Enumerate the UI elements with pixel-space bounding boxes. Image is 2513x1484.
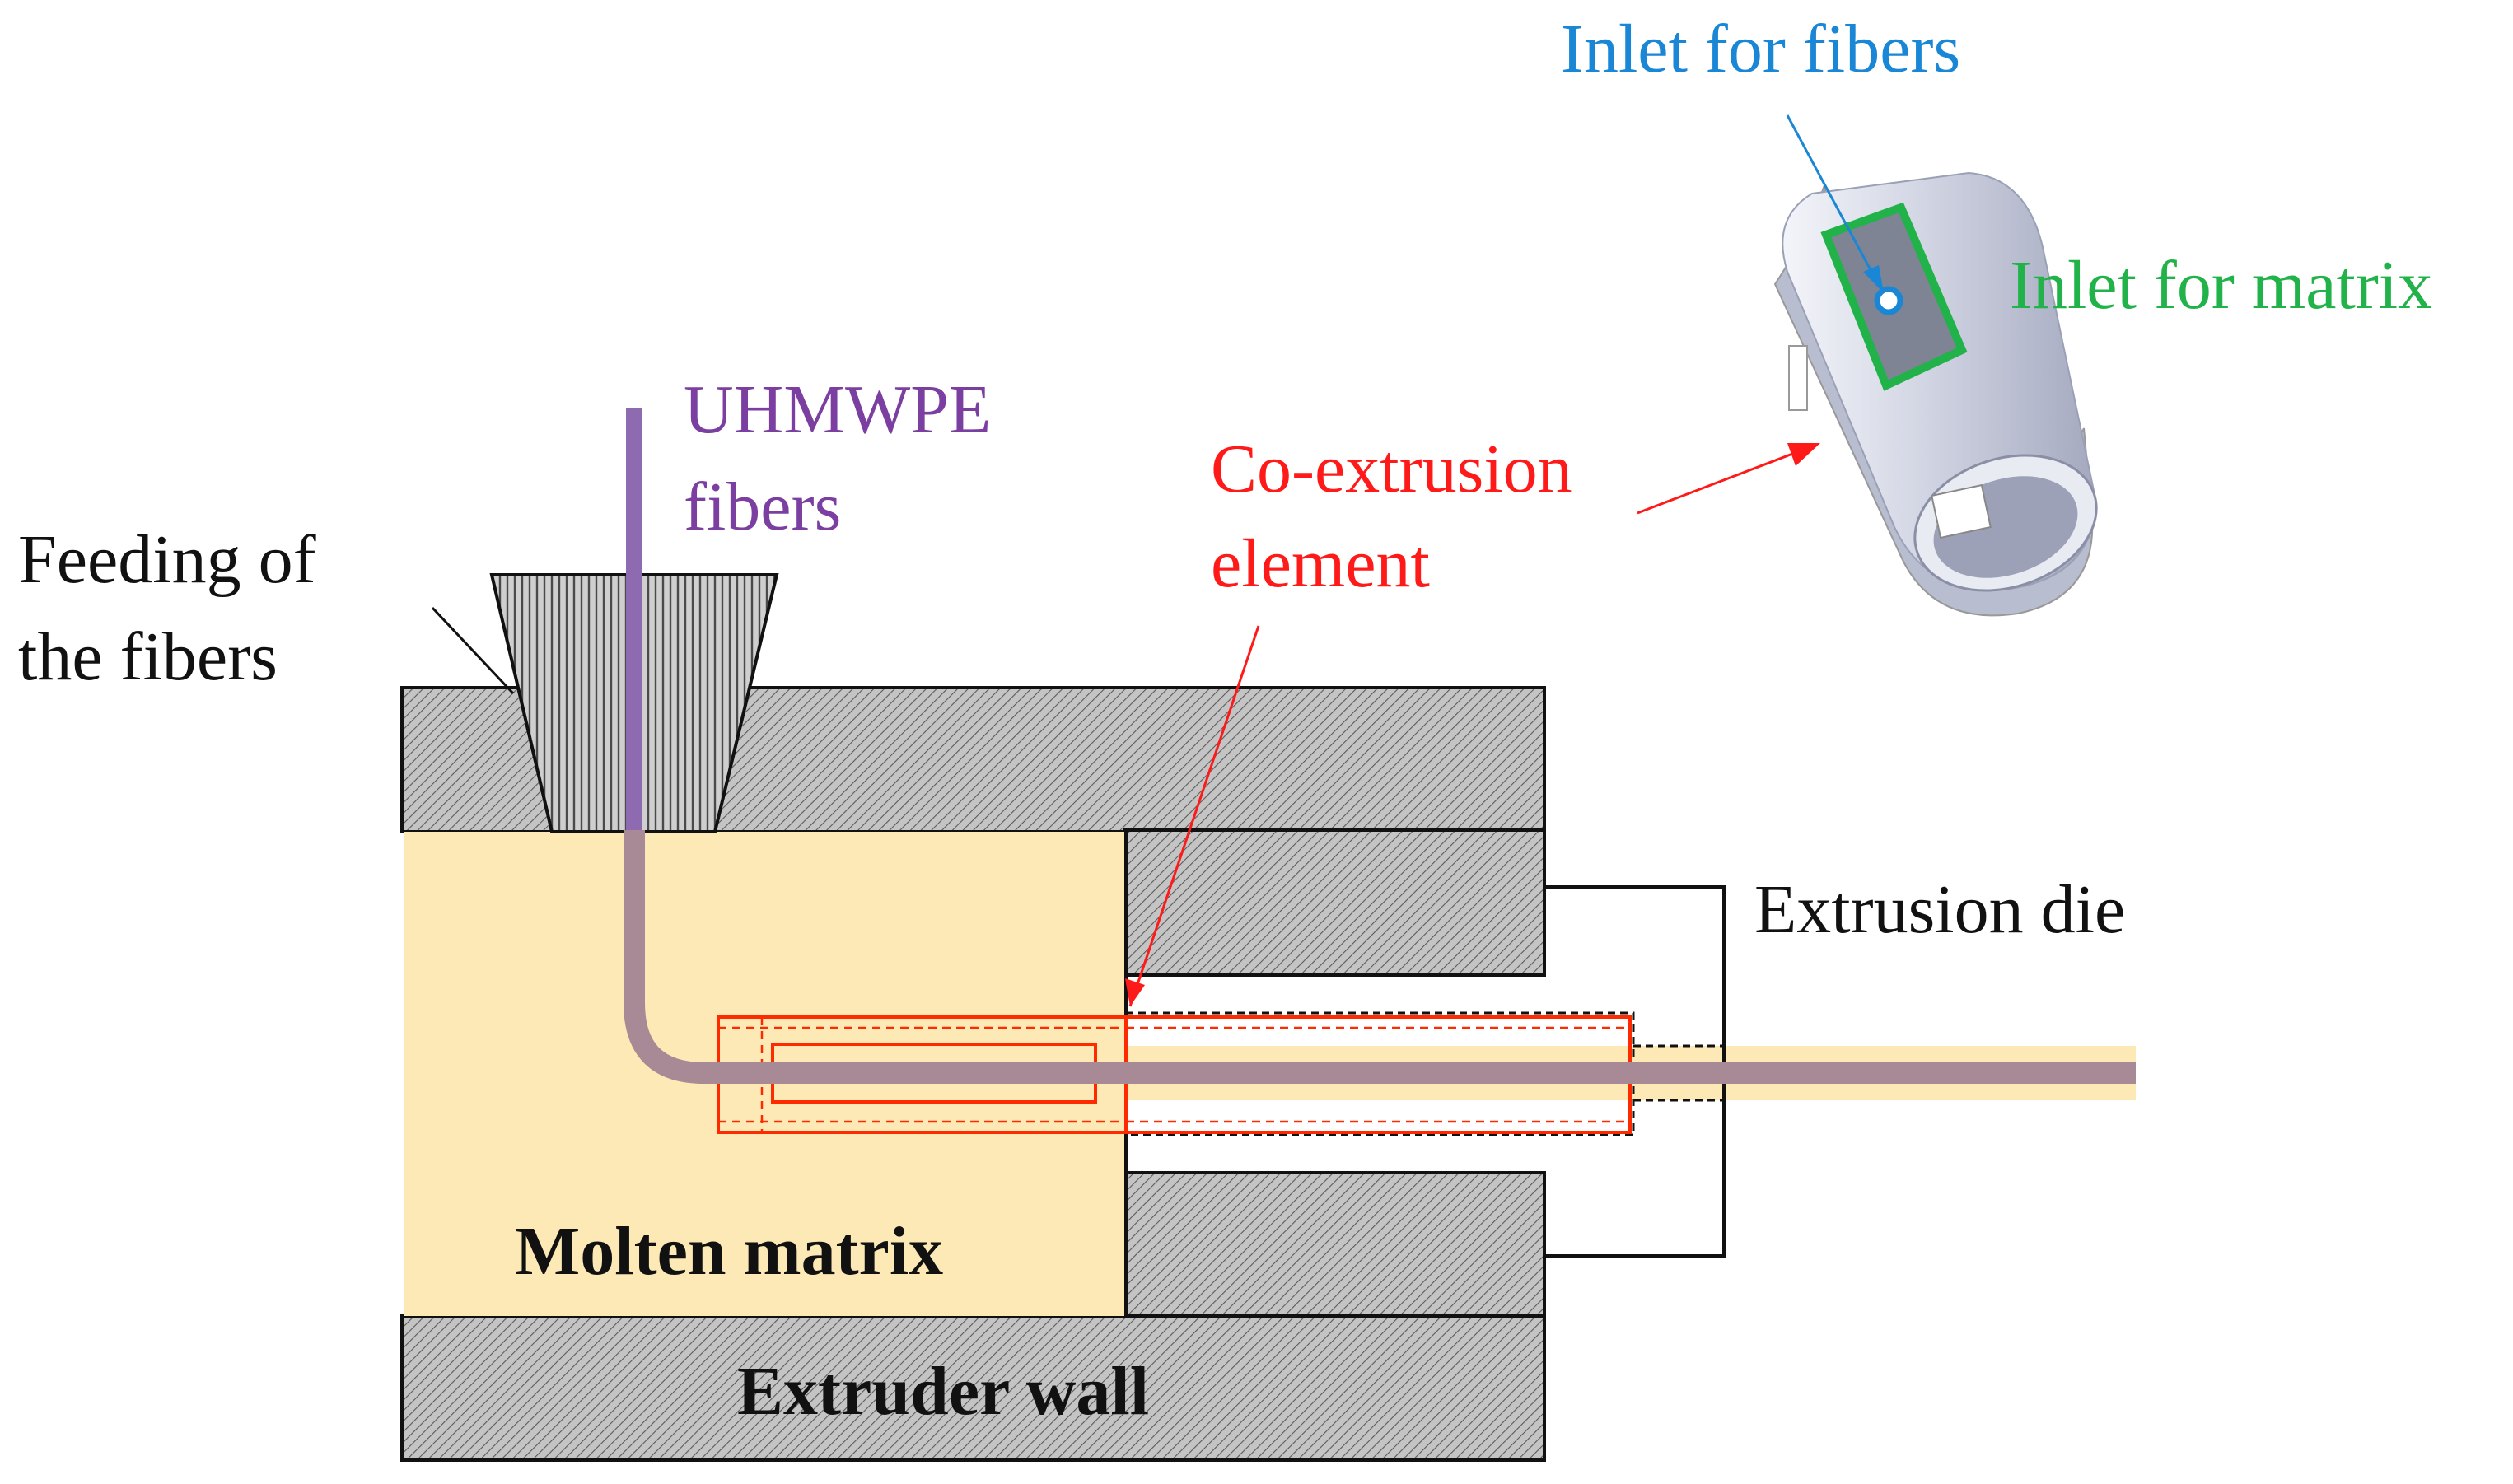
coext-label-line2: element bbox=[1211, 525, 1430, 602]
fiber-strand bbox=[624, 830, 2136, 1084]
coext-arrow-right bbox=[1637, 443, 1817, 515]
inlet-matrix-label: Inlet for matrix bbox=[2010, 247, 2433, 324]
fiber-inlet-hole bbox=[1874, 286, 1903, 315]
inlet-fibers-arrow bbox=[1786, 114, 1882, 289]
extrusion-die-label: Extrusion die bbox=[1754, 871, 2126, 948]
coext-label-line1: Co-extrusion bbox=[1211, 431, 1572, 507]
inlet-fibers-label: Inlet for fibers bbox=[1561, 11, 1961, 87]
coext-arrow-down bbox=[1128, 625, 1260, 1007]
uhmwpe-label-line2: fibers bbox=[684, 469, 842, 545]
extruder-wall-upper-right bbox=[1123, 828, 1546, 977]
feeding-leader bbox=[431, 606, 515, 695]
molten-matrix-label: Molten matrix bbox=[515, 1213, 944, 1290]
feeding-label-line2: the fibers bbox=[18, 618, 278, 695]
coextrusion-element-3d bbox=[1773, 171, 2098, 617]
extruder-wall-bottom bbox=[400, 1314, 1546, 1462]
uhmwpe-label-line1: UHMWPE bbox=[684, 371, 992, 448]
extruder-wall-lower-right bbox=[1123, 1171, 1546, 1319]
extruder-wall-label: Extruder wall bbox=[737, 1353, 1150, 1430]
feeding-label-line1: Feeding of bbox=[18, 521, 316, 598]
